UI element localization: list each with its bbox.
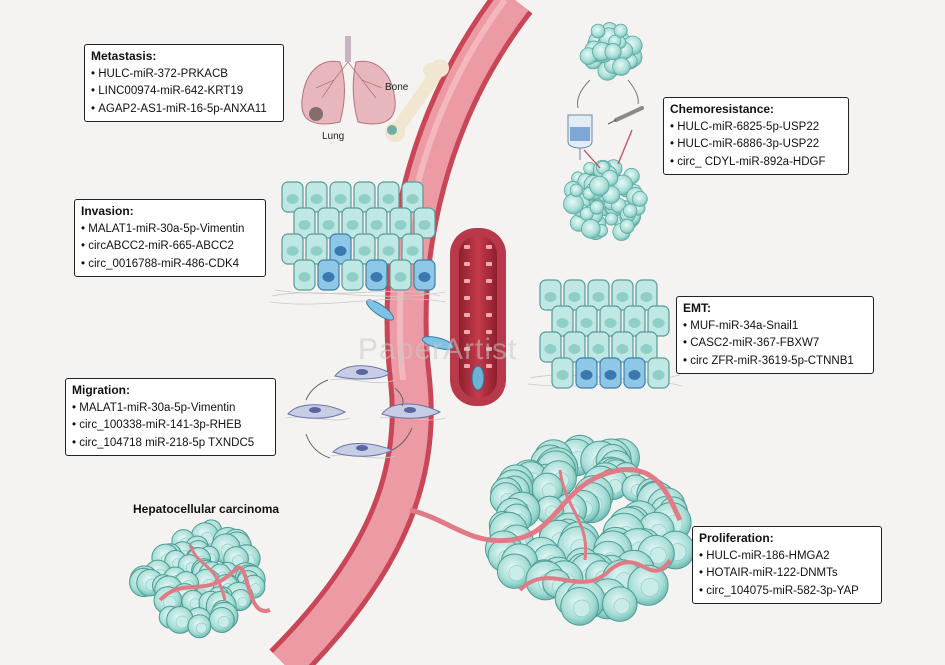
hcc-label: Hepatocellular carcinoma xyxy=(133,502,280,516)
chemoresistance-item: HULC-miR-6886-3p-USP22 xyxy=(670,136,841,154)
proliferation-item: HOTAIR-miR-122-DNMTs xyxy=(699,565,874,583)
invasion-box: Invasion: MALAT1-miR-30a-5p-Vimentin cir… xyxy=(74,199,266,277)
migration-box: Migration: MALAT1-miR-30a-5p-Vimentin ci… xyxy=(65,378,276,456)
migration-item: MALAT1-miR-30a-5p-Vimentin xyxy=(72,400,268,418)
chemoresistance-box: Chemoresistance: HULC-miR-6825-5p-USP22 … xyxy=(663,97,849,175)
emt-title: EMT: xyxy=(683,301,711,315)
watermark: PaperArtist xyxy=(358,333,518,366)
chemoresistance-item: HULC-miR-6825-5p-USP22 xyxy=(670,119,841,137)
bone-illustration xyxy=(385,59,449,142)
migration-title: Migration: xyxy=(72,383,130,397)
emt-box: EMT: MUF-miR-34a-Snail1 CASC2-miR-367-FB… xyxy=(676,296,874,374)
emt-item: circ ZFR-miR-3619-5p-CTNNB1 xyxy=(683,353,866,371)
lung-illustration xyxy=(301,36,396,125)
emt-item: MUF-miR-34a-Snail1 xyxy=(683,318,866,336)
invasion-item: MALAT1-miR-30a-5p-Vimentin xyxy=(81,221,258,239)
hcc-tumor-left xyxy=(129,519,271,639)
proliferation-item: circ_104075-miR-582-3p-YAP xyxy=(699,583,874,601)
metastasis-item: HULC-miR-372-PRKACB xyxy=(91,66,276,84)
emt-item: CASC2-miR-367-FBXW7 xyxy=(683,335,866,353)
invasion-item: circABCC2-miR-665-ABCC2 xyxy=(81,238,258,256)
lung-label: Lung xyxy=(322,131,345,142)
invasion-title: Invasion: xyxy=(81,204,134,218)
metastasis-title: Metastasis: xyxy=(91,49,157,63)
migration-cycle xyxy=(284,365,446,459)
proliferating-tumor xyxy=(409,434,695,626)
invasion-epithelium xyxy=(269,181,447,305)
chemoresistance-illustration xyxy=(563,22,648,241)
proliferation-title: Proliferation: xyxy=(699,531,774,545)
chemoresistance-item: circ_ CDYL-miR-892a-HDGF xyxy=(670,154,841,172)
vessel-cutaway xyxy=(450,228,506,406)
bone-label: Bone xyxy=(385,82,409,93)
metastasis-item: LINC00974-miR-642-KRT19 xyxy=(91,83,276,101)
chemoresistance-title: Chemoresistance: xyxy=(670,102,775,116)
metastasis-box: Metastasis: HULC-miR-372-PRKACB LINC0097… xyxy=(84,44,284,122)
migration-item: circ_104718 miR-218-5p TXNDC5 xyxy=(72,435,268,453)
proliferation-item: HULC-miR-186-HMGA2 xyxy=(699,548,874,566)
emt-epithelium xyxy=(527,279,683,389)
invasion-item: circ_0016788-miR-486-CDK4 xyxy=(81,256,258,274)
metastasis-item: AGAP2-AS1-miR-16-5p-ANXA11 xyxy=(91,101,276,119)
migration-item: circ_100338-miR-141-3p-RHEB xyxy=(72,417,268,435)
proliferation-box: Proliferation: HULC-miR-186-HMGA2 HOTAIR… xyxy=(692,526,882,604)
